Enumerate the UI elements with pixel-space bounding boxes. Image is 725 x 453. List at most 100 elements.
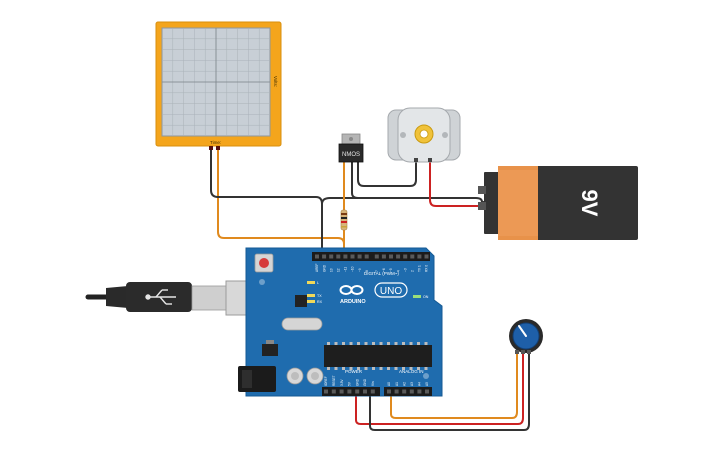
- pot-pin-2[interactable]: [521, 350, 525, 354]
- power-pin-hole[interactable]: [339, 389, 344, 394]
- battery-9v[interactable]: 9V: [478, 166, 638, 240]
- digital-pin-label: ~10: [351, 266, 355, 272]
- analog-pin-hole[interactable]: [425, 389, 429, 394]
- power-pin-label: 5V: [348, 381, 352, 386]
- digital-header: [312, 252, 430, 261]
- motor-pin-1[interactable]: [414, 158, 418, 162]
- knob-indicator-icon: [518, 325, 527, 337]
- potentiometer[interactable]: [509, 319, 543, 354]
- wire-pot-signal[interactable]: [390, 352, 518, 419]
- analog-pin-hole[interactable]: [402, 389, 407, 394]
- pot-pin-3[interactable]: [527, 350, 531, 354]
- wire-ground-battery[interactable]: [321, 197, 486, 205]
- resistor[interactable]: [340, 209, 348, 231]
- digital-pin-hole[interactable]: [381, 254, 386, 259]
- digital-pin-hole[interactable]: [322, 254, 327, 259]
- analog-pin-hole[interactable]: [417, 389, 422, 394]
- scope-pin-gnd[interactable]: [209, 146, 213, 150]
- usb-chip: [295, 295, 307, 307]
- digital-pin-hole[interactable]: [343, 254, 348, 259]
- power-pin-hole[interactable]: [331, 389, 336, 394]
- analog-pin-label: A5: [425, 382, 429, 386]
- digital-header-label: DIGITAL (PWM~): [364, 271, 399, 276]
- digital-pin-hole[interactable]: [357, 254, 362, 259]
- bottom-header-holes: [324, 389, 429, 394]
- led-on-label: ON: [423, 295, 429, 299]
- digital-pin-label: ~9: [358, 268, 362, 272]
- wire-motor-battery[interactable]: [429, 160, 486, 207]
- led-tx-label: TX: [317, 294, 322, 298]
- analog-pin-hole[interactable]: [394, 389, 399, 394]
- digital-pin-hole[interactable]: [389, 254, 393, 259]
- analog-pin-hole[interactable]: [387, 389, 391, 394]
- digital-pin-hole[interactable]: [329, 254, 334, 259]
- power-pin-label: RESET: [332, 375, 336, 386]
- motor-shaft-icon: [414, 124, 434, 144]
- voltage-regulator: [262, 344, 278, 356]
- wire-scope-ground[interactable]: [210, 148, 323, 258]
- led-tx: [307, 294, 315, 297]
- analog-pin-label: A4: [418, 382, 422, 386]
- power-pin-hole[interactable]: [324, 389, 328, 394]
- digital-pin-label: ~11: [344, 267, 348, 272]
- digital-pin-hole[interactable]: [403, 254, 408, 259]
- power-pin-label: Vin: [371, 381, 375, 386]
- digital-pin-hole[interactable]: [410, 254, 415, 259]
- crystal: [281, 317, 323, 331]
- analog-pin-label: A0: [387, 382, 391, 386]
- digital-pin-label: 2: [411, 270, 415, 272]
- analog-header: [384, 387, 432, 396]
- analog-pin-hole[interactable]: [409, 389, 414, 394]
- digital-pin-hole[interactable]: [374, 254, 379, 259]
- usb-icon: [145, 289, 176, 305]
- wire-scope-probe[interactable]: [217, 148, 345, 258]
- power-pin-hole[interactable]: [355, 389, 360, 394]
- power-pin-hole[interactable]: [370, 389, 375, 394]
- analog-pin-label: A1: [395, 382, 399, 386]
- transistor[interactable]: NMOS: [338, 133, 364, 163]
- oscilloscope[interactable]: Volts: Time:: [155, 21, 282, 150]
- power-pin-hole[interactable]: [347, 389, 352, 394]
- dc-motor[interactable]: [387, 107, 461, 163]
- digital-pin-hole[interactable]: [364, 254, 369, 259]
- analog-pin-label: A3: [410, 382, 414, 386]
- wire-pot-5v[interactable]: [355, 352, 524, 425]
- battery-label: 9V: [577, 190, 602, 217]
- analog-header-label: ANALOG IN: [399, 369, 424, 374]
- digital-pin-hole[interactable]: [417, 254, 422, 259]
- digital-pin-label: 8: [365, 270, 369, 272]
- digital-pin-hole[interactable]: [350, 254, 355, 259]
- pot-pin-1[interactable]: [515, 350, 519, 354]
- led-rx: [307, 300, 315, 303]
- analog-pin-label: A2: [402, 382, 406, 386]
- power-pin-label: IOREF: [324, 376, 328, 386]
- scope-pin-probe[interactable]: [216, 146, 220, 150]
- led-on: [413, 295, 421, 298]
- digital-pin-hole[interactable]: [315, 254, 319, 259]
- digital-pin-label: ~3: [403, 268, 407, 272]
- digital-pin-label: 7: [375, 270, 379, 272]
- power-header-label: POWER: [345, 369, 363, 374]
- digital-pin-hole[interactable]: [336, 254, 341, 259]
- digital-header-holes: [315, 254, 429, 259]
- transistor-label: NMOS: [342, 152, 360, 158]
- led-l: [307, 281, 315, 284]
- motor-pin-2[interactable]: [428, 158, 432, 162]
- wire-pot-gnd[interactable]: [369, 352, 530, 431]
- digital-pin-label: AREF: [315, 263, 319, 272]
- power-pin-hole[interactable]: [363, 389, 367, 394]
- led-rx-label: RX: [317, 300, 323, 304]
- digital-pin-hole[interactable]: [424, 254, 429, 259]
- digital-pin-label: 4: [396, 270, 400, 272]
- atmega-chip: [324, 345, 432, 367]
- digital-pin-hole[interactable]: [396, 254, 401, 259]
- wire-transistor-drain[interactable]: [357, 160, 417, 187]
- wire-transistor-source[interactable]: [351, 162, 359, 199]
- arduino-brand: ARDUINO: [340, 299, 366, 305]
- usb-cable[interactable]: [85, 280, 263, 316]
